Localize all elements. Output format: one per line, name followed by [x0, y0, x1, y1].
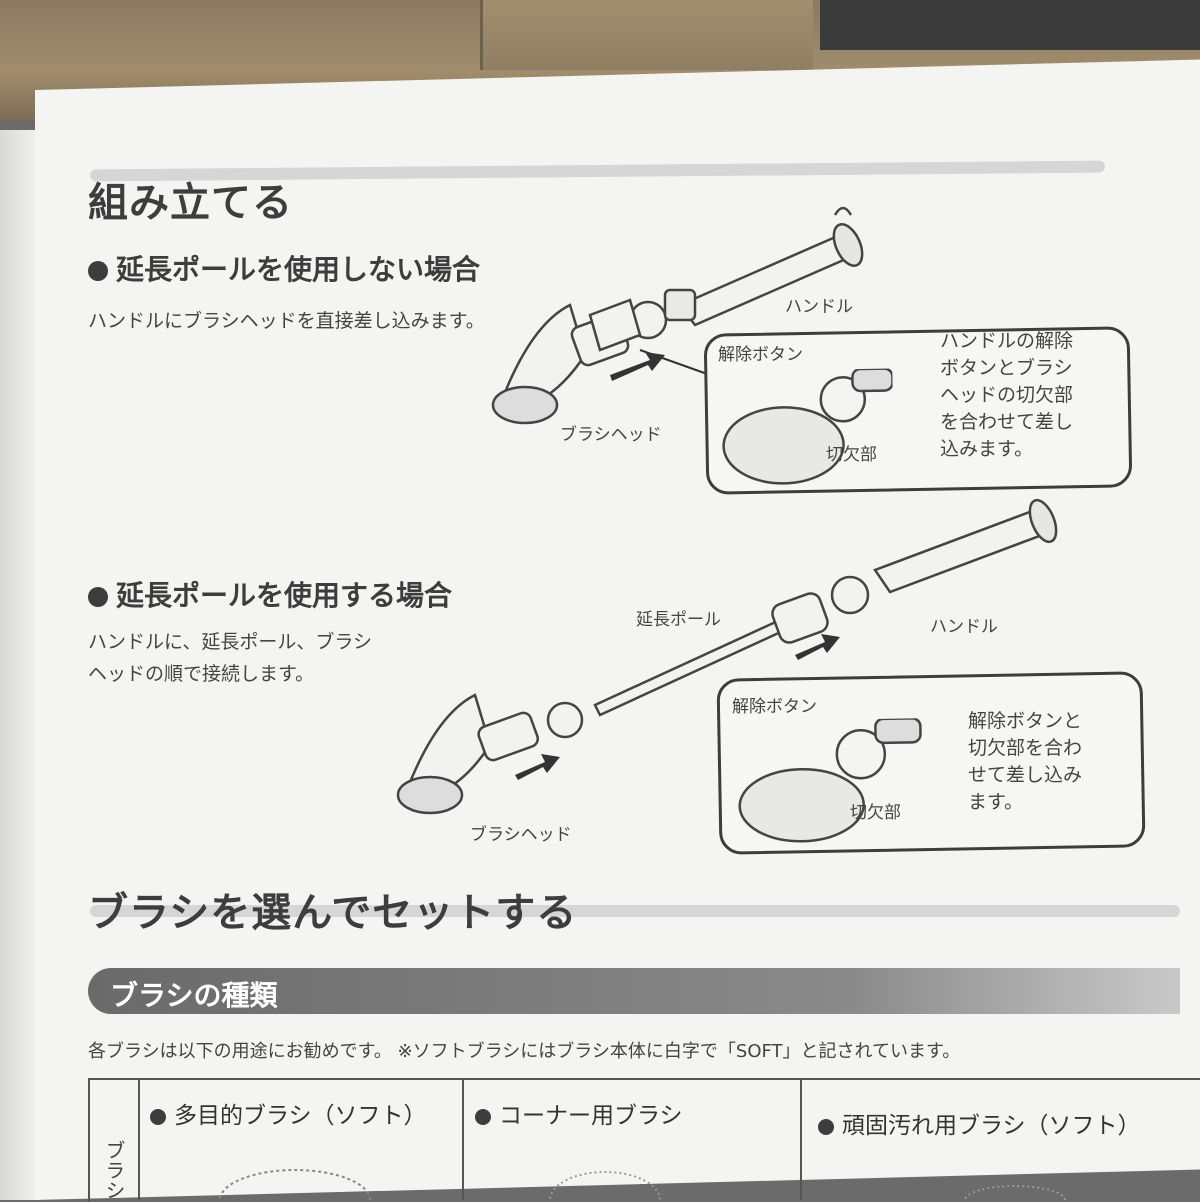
- label-notch-2: 切欠部: [850, 803, 901, 823]
- brushhead-drawing-2: [396, 693, 540, 815]
- section-title-brush-types: ブラシの種類: [110, 979, 278, 1012]
- background-dark-object: [820, 0, 1200, 50]
- brush-table: [88, 1078, 1200, 1202]
- label-release-button-1: 解除ボタン: [718, 345, 803, 365]
- callout-line: 解除ボタンと: [968, 710, 1083, 732]
- bullet-icon: [475, 1108, 491, 1125]
- heading-underline-bar: [90, 905, 1180, 917]
- label-notch-1: 切欠部: [826, 445, 877, 465]
- bullet-icon: [818, 1118, 834, 1135]
- handle-drawing-2: [830, 498, 1058, 615]
- brushhead-drawing: [491, 298, 642, 425]
- brush-title-stubborn: 頑固汚れ用ブラシ（ソフト）: [818, 1106, 1141, 1140]
- subheading-with-pole: 延長ポールを使用する場合: [88, 574, 452, 614]
- illustration-without-pole: [491, 206, 864, 425]
- subheading-with-pole-text: 延長ポールを使用する場合: [116, 579, 453, 612]
- callout-line: を合わせて差し: [940, 411, 1074, 433]
- arrow-icon: [795, 634, 840, 660]
- callout-line: ハンドルの解除: [940, 330, 1074, 352]
- callout-text-with-pole: 解除ボタンと 切欠部を合わ せて差し込み ます。: [968, 708, 1082, 816]
- detail-drawing-2: [738, 718, 922, 843]
- background-cardboard-flap: [480, 0, 813, 70]
- brush-title-text: 多目的ブラシ（ソフト）: [174, 1103, 427, 1129]
- pole-drawing: [546, 592, 829, 739]
- label-handle-1: ハンドル: [785, 297, 853, 317]
- bullet-icon: [150, 1108, 166, 1125]
- callout-line: ます。: [968, 791, 1024, 813]
- brush-title-multipurpose: 多目的ブラシ（ソフト）: [150, 1096, 427, 1130]
- callout-line: ヘッドの切欠部: [940, 384, 1074, 406]
- detail-drawing-1: [722, 368, 894, 485]
- bullet-icon: [88, 587, 108, 607]
- bullet-icon: [88, 261, 108, 281]
- brush-title-text: コーナー用ブラシ: [499, 1103, 683, 1129]
- desc-with-pole: ハンドルに、延長ポール、ブラシ ヘッドの順で接続します。: [88, 626, 372, 690]
- label-brushhead-1: ブラシヘッド: [560, 425, 662, 445]
- label-extension-pole: 延長ポール: [636, 610, 721, 630]
- table-side-label: ブラシ: [102, 1140, 126, 1200]
- callout-without-pole: [703, 326, 1133, 495]
- section-bar-brush-types: [88, 968, 1180, 1014]
- callout-with-pole: [716, 671, 1146, 855]
- handle-drawing: [628, 206, 864, 340]
- subheading-without-pole: 延長ポールを使用しない場合: [88, 248, 480, 288]
- callout-line: 切欠部を合わ: [968, 737, 1083, 759]
- subheading-without-pole-text: 延長ポールを使用しない場合: [116, 253, 481, 286]
- stubborn-brush-image: [964, 1185, 1066, 1200]
- heading-choose-brush: ブラシを選んでセットする: [88, 890, 578, 936]
- desc-without-pole: ハンドルにブラシヘッドを直接差し込みます。: [88, 310, 485, 332]
- booklet-page-edge: [0, 130, 40, 1200]
- brush-title-text: 頑固汚れ用ブラシ（ソフト）: [842, 1113, 1141, 1139]
- brush-images: [219, 1169, 1066, 1200]
- table-divider: [462, 1078, 464, 1200]
- desc-line: ヘッドの順で接続します。: [88, 663, 315, 685]
- callout-line: 込みます。: [940, 438, 1034, 460]
- label-release-button-2: 解除ボタン: [732, 697, 817, 717]
- arrow-icon: [610, 352, 665, 381]
- callout-line: ボタンとブラシ: [940, 357, 1073, 379]
- label-brushhead-2: ブラシヘッド: [470, 825, 572, 845]
- brush-note: 各ブラシは以下の用途にお勧めです。 ※ソフトブラシにはブラシ本体に白字で「SOF…: [88, 1041, 961, 1062]
- brush-title-corner: コーナー用ブラシ: [475, 1096, 683, 1130]
- multipurpose-brush-image: [219, 1169, 371, 1200]
- arrow-icon: [515, 754, 560, 780]
- corner-brush-image: [549, 1171, 661, 1200]
- callout-line: せて差し込み: [968, 764, 1083, 786]
- table-divider: [138, 1078, 140, 1200]
- label-handle-2: ハンドル: [930, 617, 998, 637]
- desc-line: ハンドルに、延長ポール、ブラシ: [88, 631, 373, 653]
- illustration-with-pole: [396, 498, 1058, 815]
- heading-assemble: 組み立てる: [88, 180, 293, 226]
- table-divider: [800, 1078, 802, 1200]
- callout-text-without-pole: ハンドルの解除 ボタンとブラシ ヘッドの切欠部 を合わせて差し 込みます。: [940, 328, 1073, 463]
